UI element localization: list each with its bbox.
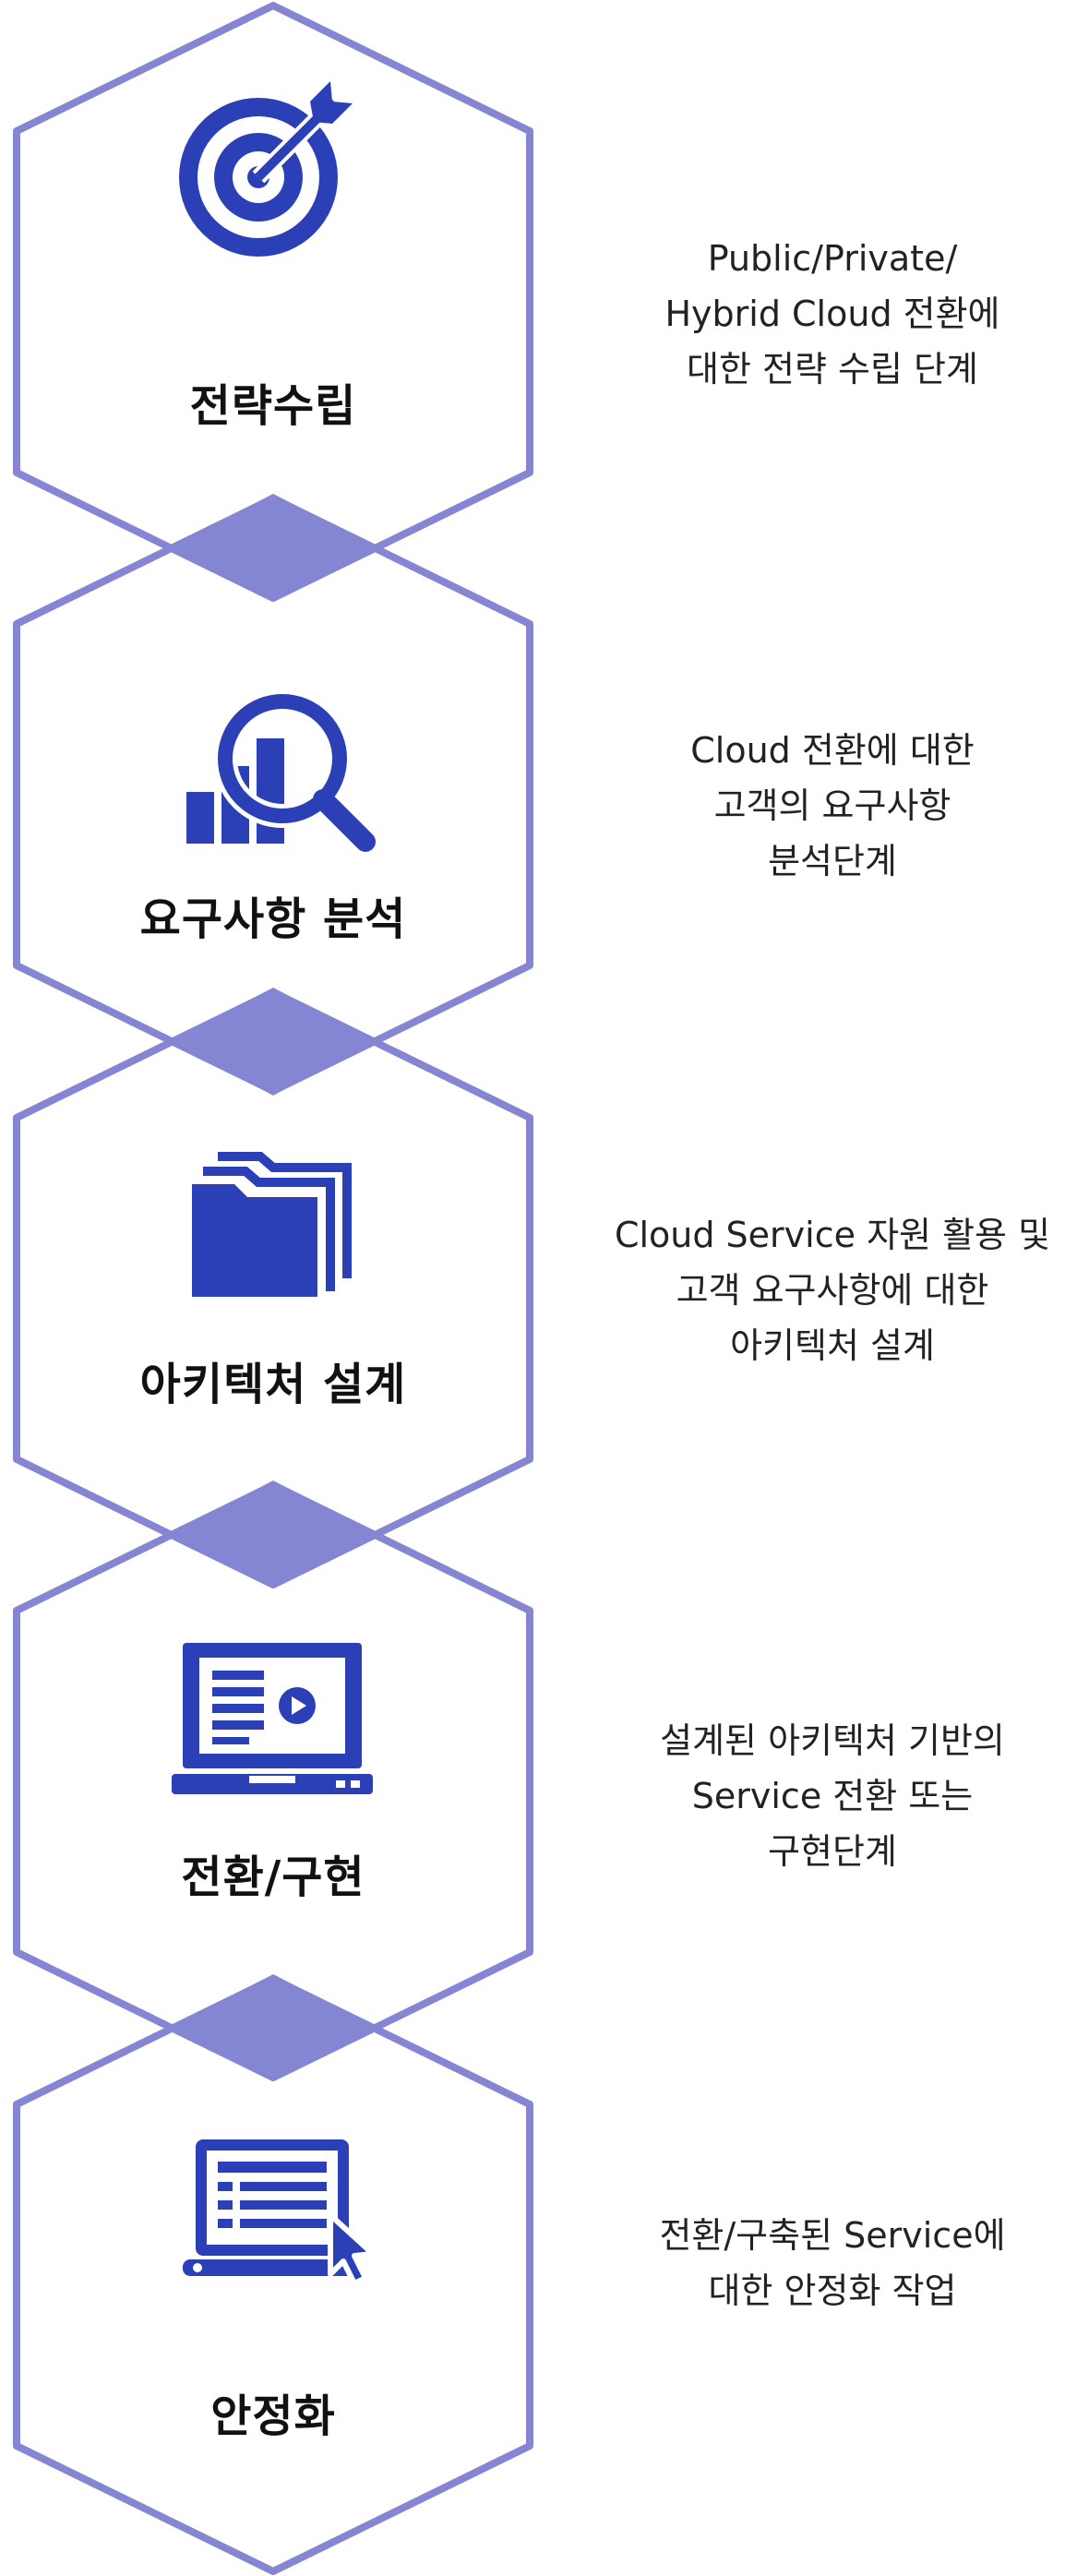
step-desc-1-line-1: Public/Private/ [707, 238, 958, 279]
step-desc-2-line-2: 고객의 요구사항 [713, 785, 951, 826]
step-title-2: 요구사항 분석 [139, 893, 407, 945]
folders-icon [192, 1152, 352, 1297]
step-desc-4-line-3: 구현단계 [768, 1831, 897, 1872]
step-desc-2-line-1: Cloud 전환에 대한 [690, 730, 975, 771]
step-desc-3-line-2: 고객 요구사항에 대한 [676, 1270, 989, 1311]
hexagon-step-5 [13, 1975, 533, 2575]
step-desc-1-line-3: 대한 전략 수립 단계 [687, 349, 978, 389]
magnifier-chart-icon [186, 689, 376, 852]
step-desc-2-line-3: 분석단계 [768, 841, 897, 881]
step-title-5: 안정화 [210, 2390, 336, 2442]
step-desc-5: 전환/구축된 Service에 대한 안정화 작업 [574, 2208, 1077, 2318]
connector-diamond-3 [172, 1480, 375, 1588]
step-desc-3: Cloud Service 자원 활용 및 고객 요구사항에 대한 아키텍처 설… [574, 1207, 1077, 1373]
laptop-video-icon [172, 1643, 373, 1794]
step-desc-1-line-2: Hybrid Cloud 전환에 [664, 294, 1000, 334]
step-desc-3-line-1: Cloud Service 자원 활용 및 [614, 1215, 1051, 1255]
connector-diamond-2 [172, 988, 375, 1096]
step-desc-4-line-1: 설계된 아키텍처 기반의 [660, 1720, 1005, 1761]
step-desc-2: Cloud 전환에 대한 고객의 요구사항 분석단계 [574, 723, 1077, 889]
laptop-cursor-icon [183, 2139, 376, 2286]
step-title-3: 아키텍처 설계 [139, 1359, 407, 1410]
step-desc-4: 설계된 아키텍처 기반의 Service 전환 또는 구현단계 [574, 1713, 1077, 1879]
step-desc-3-line-3: 아키텍처 설계 [730, 1325, 935, 1366]
step-desc-1: Public/Private/ Hybrid Cloud 전환에 대한 전략 수… [574, 231, 1077, 397]
step-desc-4-line-2: Service 전환 또는 [691, 1776, 974, 1816]
connector-diamond-4 [172, 1974, 375, 2081]
step-title-1: 전략수립 [189, 380, 357, 432]
target-arrow-icon [179, 81, 353, 257]
connector-diamond-1 [172, 494, 375, 602]
step-desc-5-line-2: 대한 안정화 작업 [708, 2270, 957, 2311]
step-desc-5-line-1: 전환/구축된 Service에 [659, 2215, 1006, 2256]
step-title-4: 전환/구현 [181, 1851, 365, 1903]
